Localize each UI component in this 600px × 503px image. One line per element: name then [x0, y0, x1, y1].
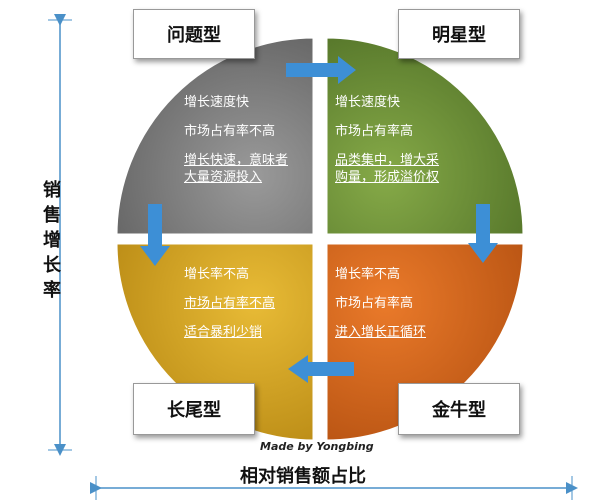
quadrant-line: 市场占有率不高 — [184, 124, 276, 139]
y-axis-label-char: 长 — [43, 255, 61, 276]
quadrant-cash-cow-title: 金牛型 — [398, 383, 520, 435]
quadrant-star-text: 增长速度快 市场占有率高 品类集中，增大采 购量，形成溢价权 — [335, 94, 439, 186]
quadrant-line: 购量，形成溢价权 — [335, 170, 440, 185]
flow-arrow-left — [288, 355, 354, 383]
flow-arrow-down-left — [140, 204, 170, 266]
quadrant-line: 增长速度快 — [335, 95, 401, 110]
quadrant-line: 增长速度快 — [184, 95, 250, 110]
quadrant-line: 市场占有率高 — [335, 124, 414, 139]
quadrant-line: 增长快速，意味者 — [184, 153, 289, 168]
quadrant-line: 增长率不高 — [184, 267, 250, 282]
quadrant-line: 进入增长正循环 — [335, 325, 427, 340]
quadrant-line: 适合暴利少销 — [184, 325, 263, 340]
quadrant-long-tail-shape — [114, 241, 316, 443]
quadrant-question-shape — [114, 35, 316, 237]
credit-text: Made by Yongbing — [260, 440, 374, 453]
quadrant-question-title: 问题型 — [133, 9, 255, 59]
quadrant-long-tail-text: 增长率不高 市场占有率不高 适合暴利少销 — [184, 266, 275, 341]
quadrant-line: 品类集中，增大采 — [335, 153, 440, 168]
quadrant-star-title: 明星型 — [398, 9, 520, 59]
flow-arrow-right — [286, 56, 356, 84]
quadrant-line: 大量资源投入 — [184, 170, 263, 185]
y-axis — [48, 14, 72, 456]
flow-arrow-down-right — [468, 204, 498, 263]
quadrant-question-text: 增长速度快 市场占有率不高 增长快速，意味者 大量资源投入 — [184, 94, 288, 186]
y-axis-label-char: 售 — [43, 205, 61, 226]
quadrant-line: 市场占有率高 — [335, 296, 414, 311]
x-axis-label: 相对销售额占比 — [240, 466, 366, 487]
y-axis-label-char: 率 — [43, 280, 61, 301]
y-axis-label-char: 增 — [43, 230, 61, 251]
y-axis-label-char: 销 — [43, 180, 61, 201]
quadrant-line: 增长率不高 — [335, 267, 401, 282]
quadrant-long-tail-title: 长尾型 — [133, 383, 255, 435]
quadrant-cash-cow-shape — [324, 241, 526, 443]
quadrant-line: 市场占有率不高 — [184, 296, 276, 311]
x-axis — [90, 476, 578, 500]
quadrant-star-shape — [324, 35, 526, 237]
quadrant-cash-cow-text: 增长率不高 市场占有率高 进入增长正循环 — [335, 266, 426, 341]
y-axis-label: 销 售 增 长 率 — [41, 178, 63, 303]
